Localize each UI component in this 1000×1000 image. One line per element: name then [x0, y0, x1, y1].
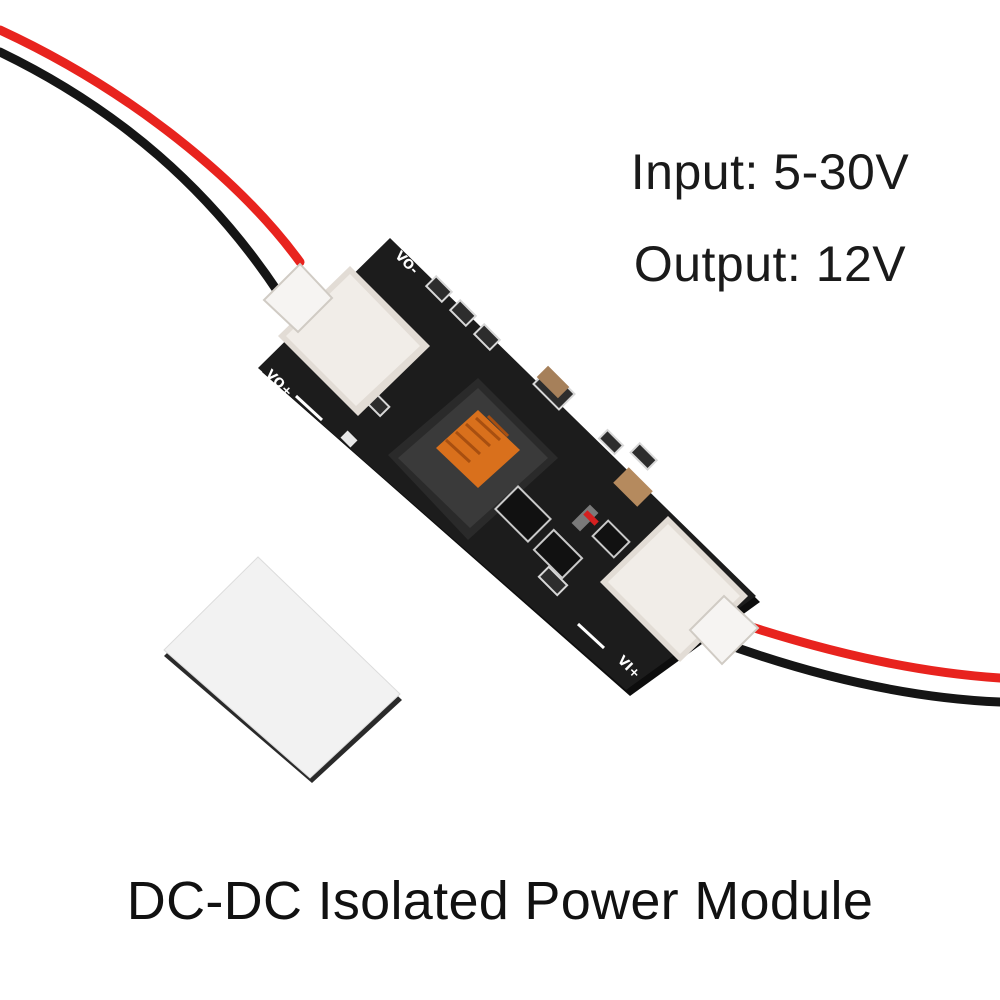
input-wires [710, 615, 1000, 707]
red-wire [725, 615, 1000, 683]
black-wire [0, 47, 283, 297]
ceramic-capacitor [613, 467, 653, 507]
led [340, 430, 358, 448]
capacitor [536, 365, 570, 399]
vi-arrow-icon [576, 622, 606, 650]
output-wires [0, 25, 305, 297]
diode-band [583, 510, 599, 526]
diode [571, 504, 599, 532]
product-caption: DC-DC Isolated Power Module [126, 871, 874, 931]
red-wire [0, 25, 305, 267]
label-vi-minus: VI- [738, 535, 763, 560]
transformer [388, 378, 558, 540]
output-connector [262, 262, 430, 416]
input-connector [600, 516, 760, 666]
transistors [494, 485, 631, 580]
vo-arrow-icon [294, 394, 324, 422]
adhesive-pad [163, 556, 402, 783]
black-wire [710, 635, 1000, 707]
output-voltage-spec: Output: 12V [633, 236, 907, 292]
input-voltage-spec: Input: 5-30V [630, 144, 910, 200]
